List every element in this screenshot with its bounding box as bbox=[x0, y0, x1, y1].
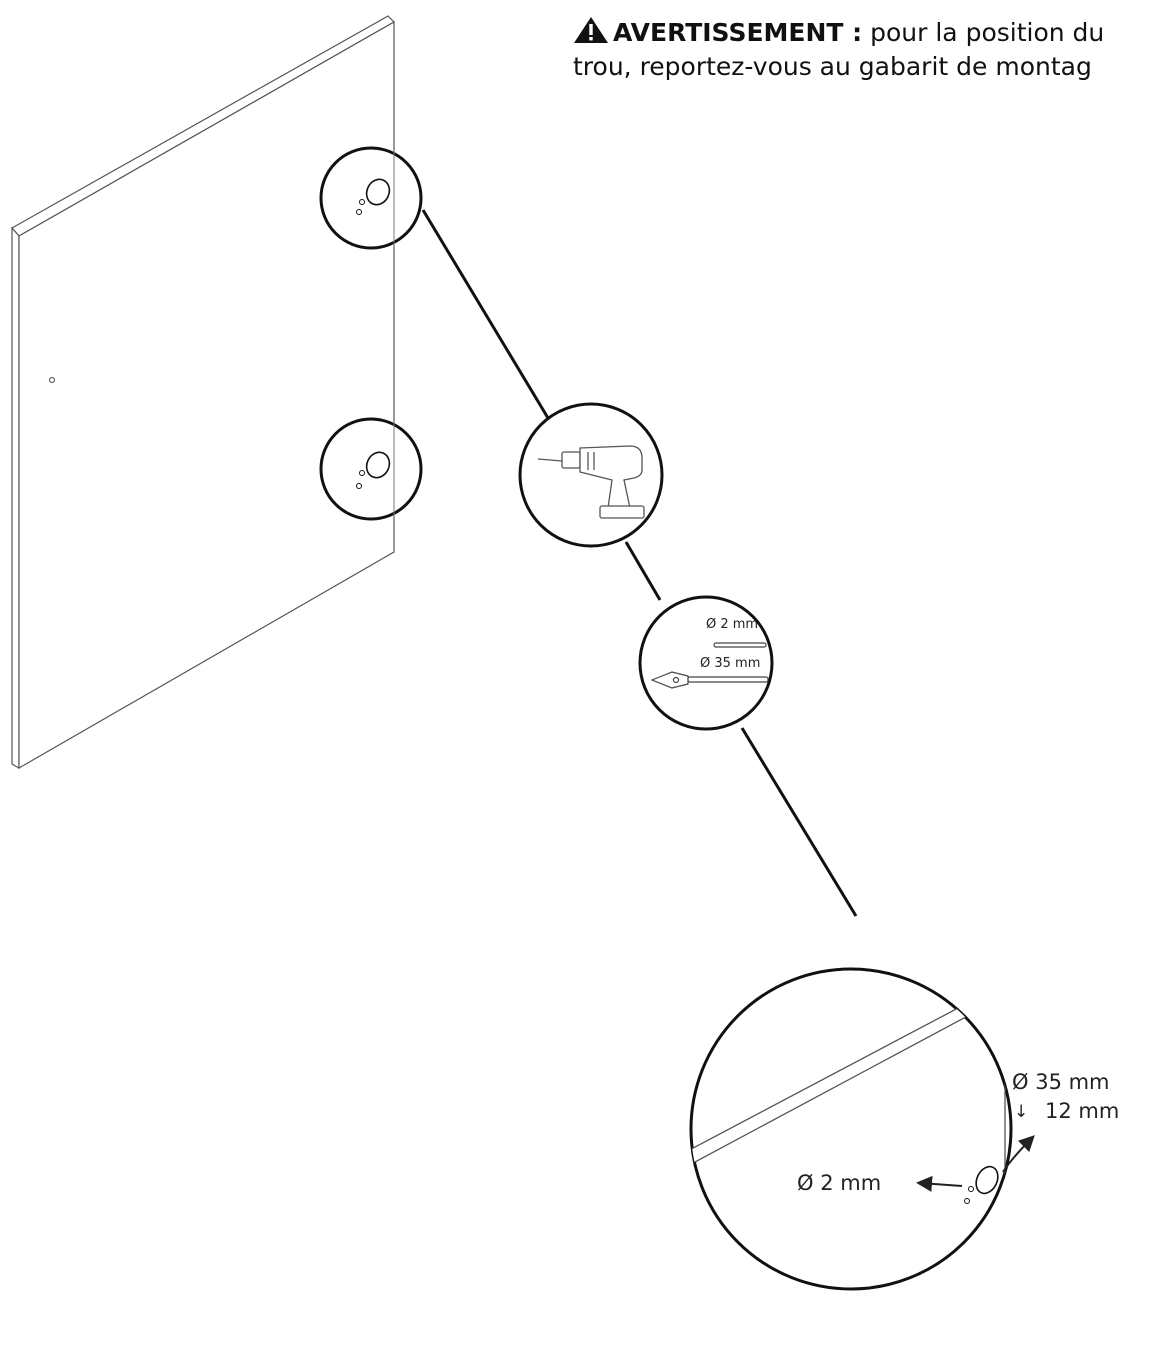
connector-drill-to-bits bbox=[624, 541, 662, 601]
bit-large-label: Ø 35 mm bbox=[700, 656, 760, 671]
drill-bits-magnifier: Ø 2 mm Ø 35 mm bbox=[638, 595, 774, 731]
connector-lines bbox=[372, 209, 858, 917]
top-hole-magnifier bbox=[319, 146, 423, 250]
connector-hole-to-drill bbox=[421, 209, 550, 419]
cabinet-door bbox=[11, 15, 395, 770]
connector-bits-to-detail bbox=[740, 727, 858, 917]
small-drill-bit-icon bbox=[713, 642, 767, 648]
pilot-hole-label: Ø 2 mm bbox=[797, 1171, 881, 1195]
detail-hinge-hole bbox=[975, 1165, 999, 1195]
depth-arrow: ↓ bbox=[1014, 1102, 1028, 1122]
bit-small-label: Ø 2 mm bbox=[706, 617, 758, 632]
hinge-hole-diameter-label: Ø 35 mm bbox=[1012, 1070, 1110, 1094]
warning-text-line2: trou, reportez-vous au gabarit de montag bbox=[573, 52, 1092, 81]
door-face bbox=[18, 20, 395, 770]
warning-triangle-icon bbox=[574, 17, 608, 43]
pilot-hole-arrow bbox=[916, 1175, 963, 1192]
drill-magnifier bbox=[518, 402, 664, 548]
detail-magnifier: Ø 2 mm Ø 35 mm ↓ 12 mm bbox=[689, 967, 1119, 1291]
spade-drill-bit-icon bbox=[650, 671, 769, 689]
door-knob-marker bbox=[48, 376, 56, 384]
warning-title: AVERTISSEMENT : bbox=[613, 18, 863, 47]
warning-text-line1: pour la position du bbox=[870, 18, 1105, 47]
hinge-hole-depth-label: 12 mm bbox=[1045, 1099, 1119, 1123]
bottom-hinge-hole bbox=[365, 451, 391, 479]
bottom-hole-magnifier bbox=[319, 417, 423, 521]
hinge-hole-arrow bbox=[1002, 1135, 1035, 1173]
cordless-drill-icon bbox=[537, 445, 645, 519]
warning-note: AVERTISSEMENT : pour la position du trou… bbox=[573, 16, 1151, 84]
top-hinge-hole bbox=[365, 178, 391, 206]
door-side-edge bbox=[11, 226, 20, 770]
detail-pilot-hole bbox=[968, 1186, 974, 1192]
